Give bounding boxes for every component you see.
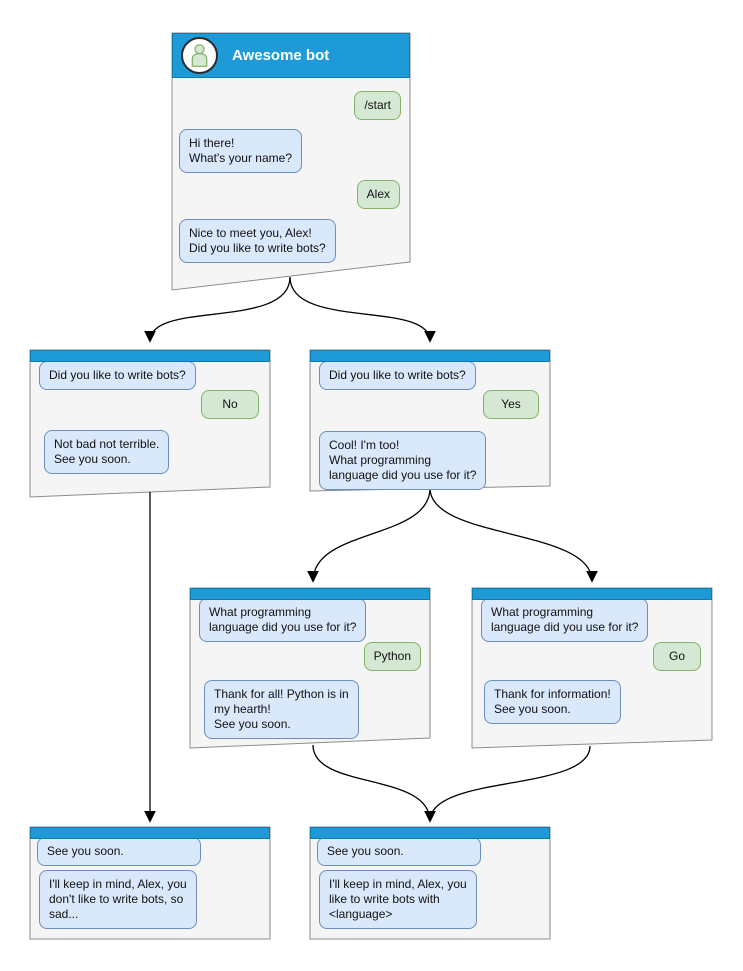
bot-message-bubble: What programming language did you use fo… (481, 598, 649, 642)
chat-window-branch-no: Did you like to write bots? No Not bad n… (30, 350, 270, 497)
bot-message-bubble: Cool! I'm too! What programming language… (319, 431, 487, 490)
bot-message-bubble: Nice to meet you, Alex! Did you like to … (179, 219, 336, 263)
chat-window-titlebar (30, 827, 270, 839)
user-message-bubble: /start (354, 91, 401, 120)
bot-message-bubble: Hi there! What's your name? (179, 129, 303, 173)
bot-title: Awesome bot (232, 47, 330, 64)
chat-window-end-yes: See you soon. I'll keep in mind, Alex, y… (310, 827, 550, 939)
bot-message-bubble: Did you like to write bots? (319, 361, 476, 390)
chat-window-branch-go: What programming language did you use fo… (472, 588, 712, 748)
chat-window-main: Awesome bot /start Hi there! What's your… (172, 33, 410, 290)
bot-message-bubble: Thank for all! Python is in my hearth! S… (204, 680, 359, 739)
user-message-bubble: Go (653, 642, 701, 671)
edge-python-to-end (312, 744, 436, 823)
chat-window-titlebar (190, 588, 430, 600)
edge-yes-to-go (429, 487, 598, 583)
chat-window-branch-yes: Did you like to write bots? Yes Cool! I'… (310, 350, 550, 491)
bot-message-bubble: I'll keep in mind, Alex, you like to wri… (319, 870, 477, 929)
bot-message-bubble: See you soon. (37, 837, 201, 866)
bot-message-bubble: Did you like to write bots? (39, 361, 196, 390)
bot-message-bubble: Not bad not terrible. See you soon. (44, 430, 170, 474)
bot-message-bubble: What programming language did you use fo… (199, 598, 367, 642)
chat-window-titlebar (30, 350, 270, 362)
chat-window-titlebar (310, 827, 550, 839)
chat-window-titlebar (472, 588, 712, 600)
edge-yes-to-python (307, 487, 431, 583)
edge-main-to-yes (289, 276, 436, 343)
bot-message-bubble: Thank for information! See you soon. (484, 680, 621, 724)
bot-message-bubble: I'll keep in mind, Alex, you don't like … (39, 870, 197, 929)
user-message-bubble: Python (363, 642, 421, 671)
bot-message-bubble: See you soon. (317, 837, 481, 866)
person-icon (191, 44, 208, 67)
edge-go-to-end (429, 745, 591, 822)
user-message-bubble: No (201, 390, 259, 419)
user-message-bubble: Yes (483, 390, 539, 419)
chat-window-titlebar (310, 350, 550, 362)
chat-window-branch-python: What programming language did you use fo… (190, 588, 430, 748)
chat-window-end-no: See you soon. I'll keep in mind, Alex, y… (30, 827, 270, 939)
connectors (144, 276, 598, 823)
chat-window-titlebar: Awesome bot (172, 33, 410, 78)
edge-main-to-no (144, 276, 291, 343)
user-message-bubble: Alex (356, 180, 400, 209)
bot-avatar (181, 37, 218, 74)
